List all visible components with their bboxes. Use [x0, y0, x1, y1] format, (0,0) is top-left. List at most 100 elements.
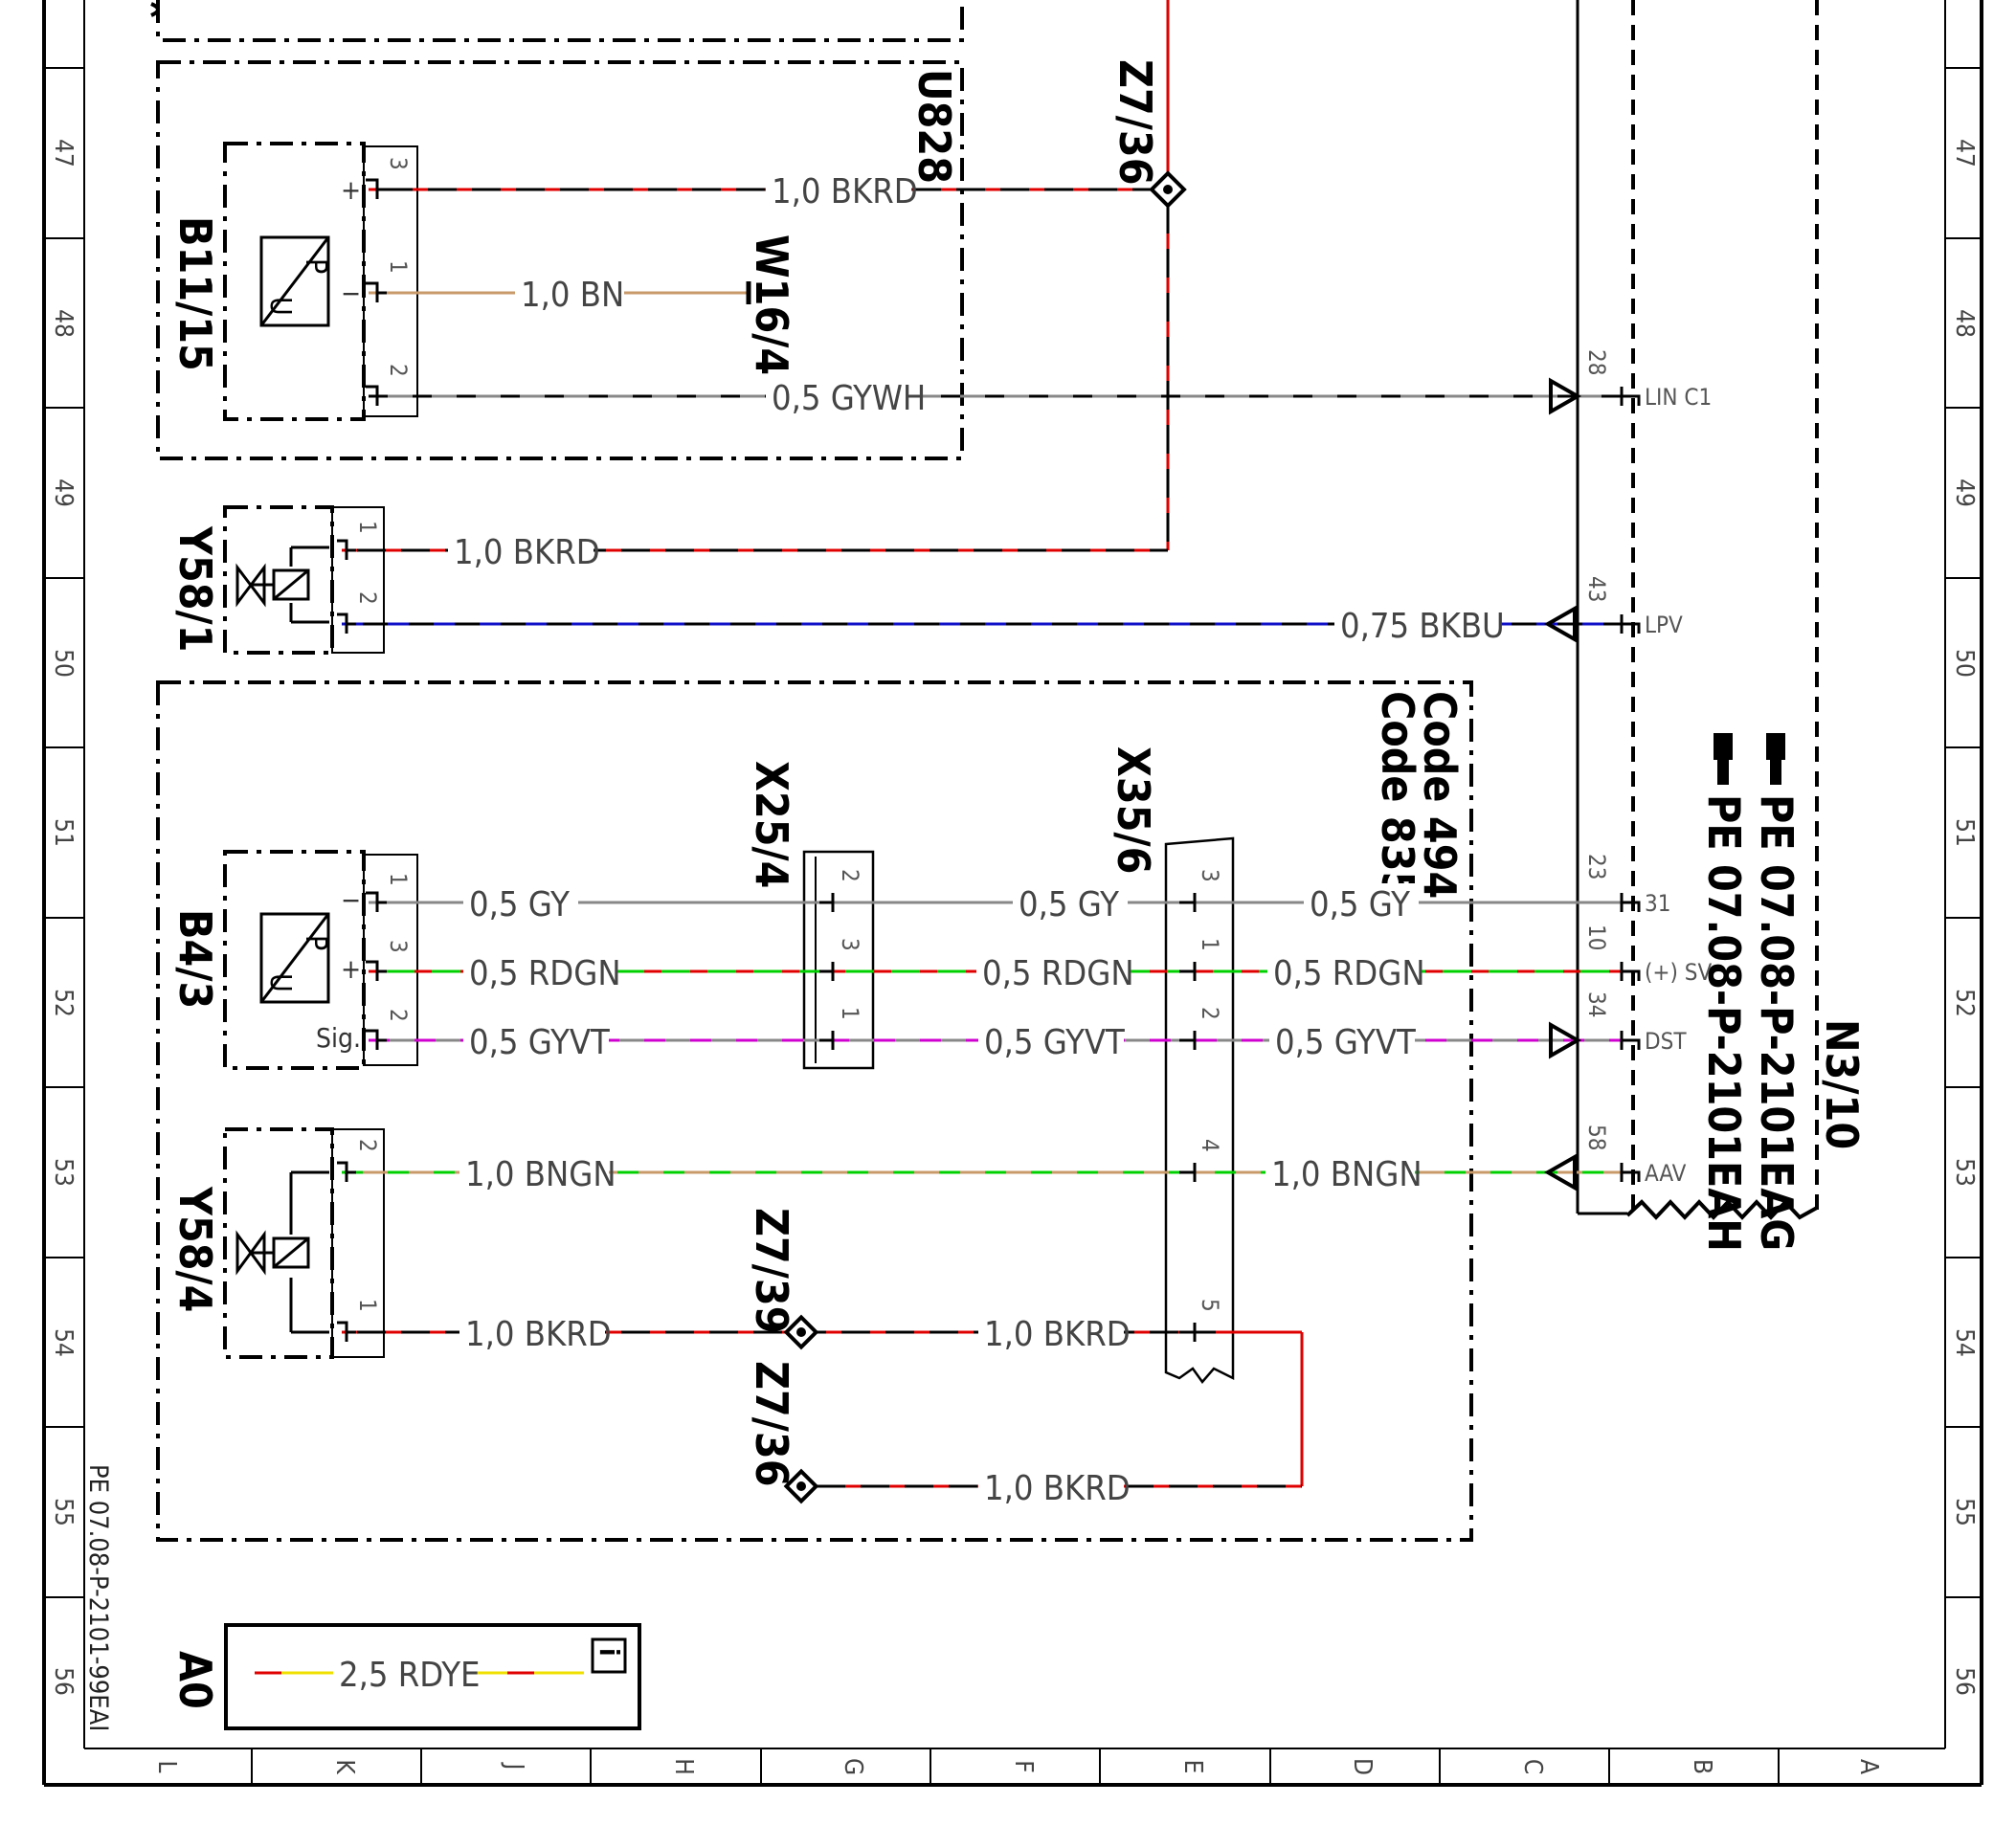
- sensor-symbol-p: P: [299, 935, 332, 950]
- wire-label: 0,75 BKBU: [1340, 607, 1505, 646]
- pin-sign-signal: Sig.: [316, 1022, 361, 1054]
- pin-number: 1: [354, 521, 381, 534]
- a0-legend-box: A0 i: [169, 1623, 641, 1730]
- grid-row-label: 49: [1950, 479, 1979, 507]
- grid-column-label: G: [839, 1758, 867, 1775]
- grid-column-label: E: [1178, 1760, 1207, 1774]
- grid-row-label: 55: [1950, 1498, 1979, 1526]
- reference-pe-eah: PE 07.08-P-2101EAH: [1698, 794, 1750, 1252]
- pin-sign-plus: +: [341, 174, 361, 206]
- grid-row-label: 49: [49, 479, 78, 507]
- grid-row-label: 50: [1950, 649, 1979, 678]
- b4-3-label: B4/3: [169, 909, 221, 1009]
- pin-number: 1: [354, 1299, 381, 1312]
- grid-column-label: D: [1348, 1758, 1377, 1775]
- signal-lpv: LPV: [1645, 612, 1683, 638]
- y58-1-label: Y58/1: [169, 525, 221, 652]
- grid-row-label: 52: [49, 989, 78, 1017]
- pin-numbers: 3 1 2 1 2 1 3 2 2 3 1 3 1 2 4 5 2 1 28 4…: [354, 157, 1610, 1312]
- b4-3-sensor: P U B4/3 − + Sig.: [169, 850, 418, 1070]
- wire-label: 0,5 GY: [469, 885, 570, 924]
- code-494-835-box: Code 494 Code 835: [156, 680, 1473, 1542]
- signal-31: 31: [1645, 890, 1670, 917]
- b11-15-label: B11/15: [169, 216, 221, 371]
- grid-column-label: B: [1688, 1759, 1716, 1774]
- y58-4-label: Y58/4: [169, 1186, 221, 1312]
- code-494-label: Code 494: [1414, 691, 1466, 899]
- grid-row-label: 55: [49, 1498, 78, 1526]
- pin-sign-minus: −: [341, 884, 361, 916]
- wire-y58-4-bkrd: Z7/39 Z7/36: [342, 1208, 1304, 1504]
- pin-sign-plus: +: [341, 953, 361, 985]
- grid-column-label: K: [330, 1759, 359, 1774]
- pin-number: 3: [385, 940, 412, 953]
- grid-row-label: 48: [49, 309, 78, 338]
- y58-4-valve: Y58/4: [169, 1127, 385, 1359]
- signal-dst: DST: [1645, 1028, 1687, 1055]
- pin-sign-minus: −: [341, 278, 361, 309]
- hand-pointer-icon: [1714, 733, 1733, 785]
- pin-number: 1: [385, 873, 412, 886]
- pin-number: 58: [1583, 1125, 1610, 1150]
- grid-column-label: C: [1518, 1759, 1547, 1774]
- sensor-symbol-p: P: [299, 258, 332, 274]
- pin-number: 1: [1197, 938, 1223, 951]
- wire-label: 0,5 GYVT: [1275, 1023, 1416, 1062]
- grid-row-label: 51: [1950, 818, 1979, 847]
- z7-36-top-label: Z7/36: [1109, 59, 1161, 186]
- grid-column-label: J: [500, 1762, 528, 1770]
- pin-number: 34: [1583, 991, 1610, 1017]
- pin-number: 23: [1583, 854, 1610, 880]
- wire-label: 1,0 BKRD: [772, 172, 918, 212]
- grid-column-label: L: [152, 1760, 181, 1772]
- grid-row-label: 54: [1950, 1328, 1979, 1357]
- pin-number: 10: [1583, 924, 1610, 950]
- pin-number: 2: [385, 1009, 412, 1022]
- wire-label: 1,0 BKRD: [984, 1315, 1131, 1354]
- pin-number: 2: [354, 591, 381, 605]
- z7-36-bottom-label: Z7/36: [746, 1361, 797, 1487]
- grid-row-label: 54: [49, 1328, 78, 1357]
- pin-number: 3: [385, 157, 412, 170]
- grid-row-label: 56: [49, 1667, 78, 1696]
- grid-row-label: 56: [1950, 1667, 1979, 1696]
- x35-6-label: X35/6: [1108, 746, 1159, 874]
- grid-row-label: 50: [49, 649, 78, 678]
- x25-4-label: X25/4: [746, 761, 797, 888]
- z7-39-label: Z7/39: [746, 1208, 797, 1334]
- pin-number: 3: [837, 938, 863, 951]
- grid-row-label: 47: [49, 139, 78, 167]
- sensor-symbol-u: U: [263, 297, 297, 316]
- n3-10-control-unit: N3/10 PE 07.08-P-2101EAG PE 07.08-P-2101…: [1576, 0, 1868, 1252]
- wire-label: 1,0 BNGN: [465, 1155, 616, 1194]
- grid-row-label: 53: [49, 1158, 78, 1187]
- wire-b11-pin2: [369, 377, 1622, 415]
- reference-pe-eag: PE 07.08-P-2101EAG: [1751, 794, 1803, 1251]
- grid-row-labels: 47 48 49 50 51 52 53 54 55 56 47 48 49 5…: [49, 139, 1979, 1696]
- drawing-frame: [42, 0, 1983, 1787]
- splice-z7-39-icon: [783, 1314, 819, 1350]
- n3-10-signals: LIN C1 LPV 31 (+) SV DST AAV: [1645, 384, 1713, 1187]
- grid-column-label: A: [1854, 1759, 1883, 1774]
- signal-lin-c1: LIN C1: [1645, 384, 1712, 411]
- wire-label: 1,0 BNGN: [1271, 1155, 1422, 1194]
- grid-row-label: 48: [1950, 309, 1979, 338]
- pin-number: 2: [385, 364, 412, 377]
- wire-label: 0,5 RDGN: [469, 954, 621, 993]
- wire-label: 0,5 RDGN: [982, 954, 1134, 993]
- grid-row-label: 51: [49, 818, 78, 847]
- wire-label: 2,5 RDYE: [339, 1656, 480, 1695]
- pin-number: 3: [1197, 869, 1223, 882]
- grid-column-labels: L K J H G F E D C B A: [152, 1758, 1883, 1775]
- pin-number: 1: [837, 1007, 863, 1020]
- footer-document-reference: PE 07.08-P-2101-99EAI: [83, 1464, 113, 1731]
- wire-label: 0,5 GYVT: [469, 1023, 610, 1062]
- pin-number: 5: [1197, 1299, 1223, 1312]
- terminal-marks: [337, 178, 1641, 1342]
- signal-sv: (+) SV: [1645, 959, 1713, 986]
- pin-number: 4: [1197, 1139, 1223, 1152]
- y58-1-valve: Y58/1: [169, 505, 385, 655]
- wire-labels: 1,0 BKRD 1,0 BN 0,5 GYWH 1,0 BKRD 0,75 B…: [333, 170, 1505, 1695]
- wire-label: 1,0 BKRD: [454, 533, 600, 572]
